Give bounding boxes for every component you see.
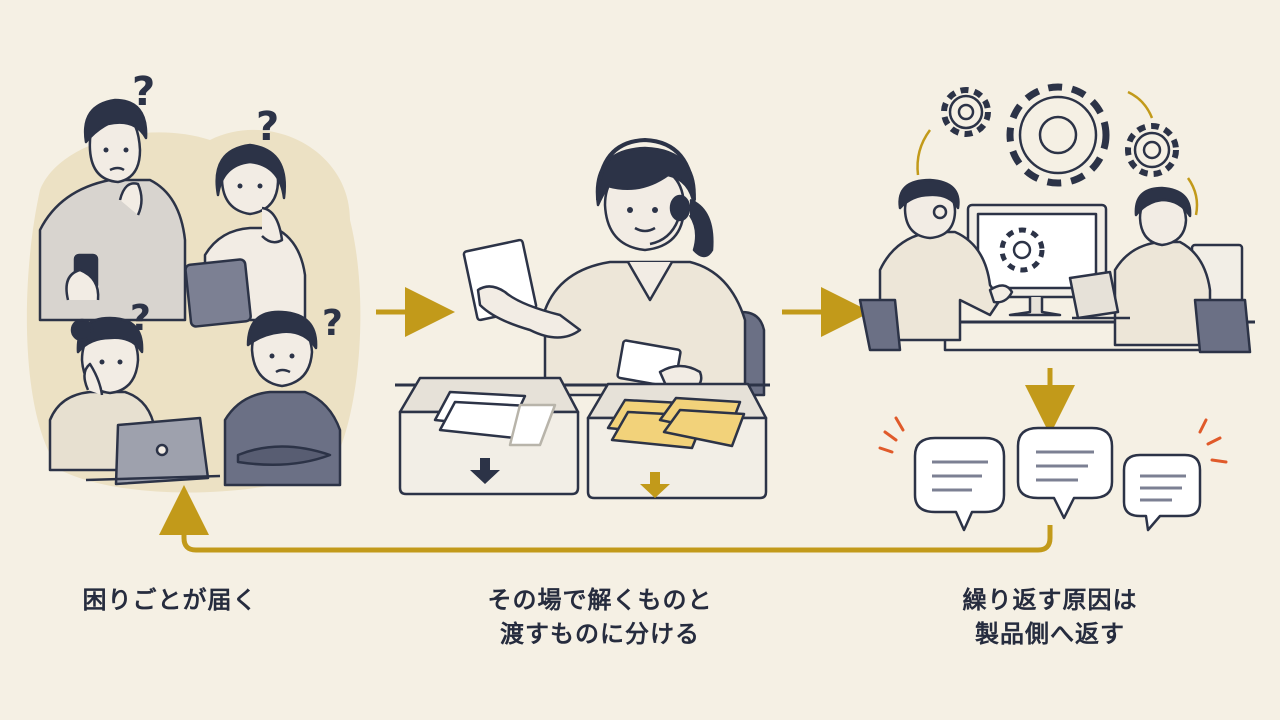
caption-line: その場で解くものと (487, 586, 713, 614)
users-with-problems-scene: ? ? ? (26, 69, 361, 493)
question-mark-icon: ? (322, 303, 343, 344)
step-caption-triage: その場で解くものと 渡すものに分ける (440, 583, 760, 651)
product-team-scene (858, 83, 1255, 354)
gear-icon (1006, 83, 1110, 187)
step-caption-receive: 困りごとが届く (40, 583, 300, 617)
person-man-crossed-arms (223, 310, 342, 487)
question-mark-icon: ? (130, 298, 151, 339)
handoff-tray (586, 382, 768, 500)
caption-line: 製品側へ返す (975, 620, 1125, 648)
return-loop-arrow (159, 485, 1053, 553)
person-woman-tablet (184, 143, 307, 328)
gear-icon (1125, 123, 1179, 177)
person-woman-laptop (48, 316, 221, 486)
support-agent-scene (395, 138, 770, 397)
question-mark-icon: ? (132, 69, 155, 115)
speech-bubble-icon (1016, 426, 1114, 520)
resolve-tray (398, 376, 580, 496)
caption-line: 渡すものに分ける (500, 620, 700, 648)
step-caption-feedback: 繰り返す原因は 製品側へ返す (920, 583, 1180, 651)
gear-icon (999, 227, 1045, 273)
down-arrow-icon (470, 458, 500, 484)
gear-icon (941, 87, 991, 137)
speech-bubble-icon (1122, 453, 1202, 532)
caption-line: 困りごとが届く (82, 586, 258, 614)
question-mark-icon: ? (256, 104, 279, 150)
feedback-bubbles (878, 416, 1228, 532)
down-arrow-icon (640, 472, 670, 498)
caption-line: 繰り返す原因は (962, 586, 1138, 614)
person-thinking-man (38, 98, 187, 322)
speech-bubble-icon (913, 436, 1006, 532)
